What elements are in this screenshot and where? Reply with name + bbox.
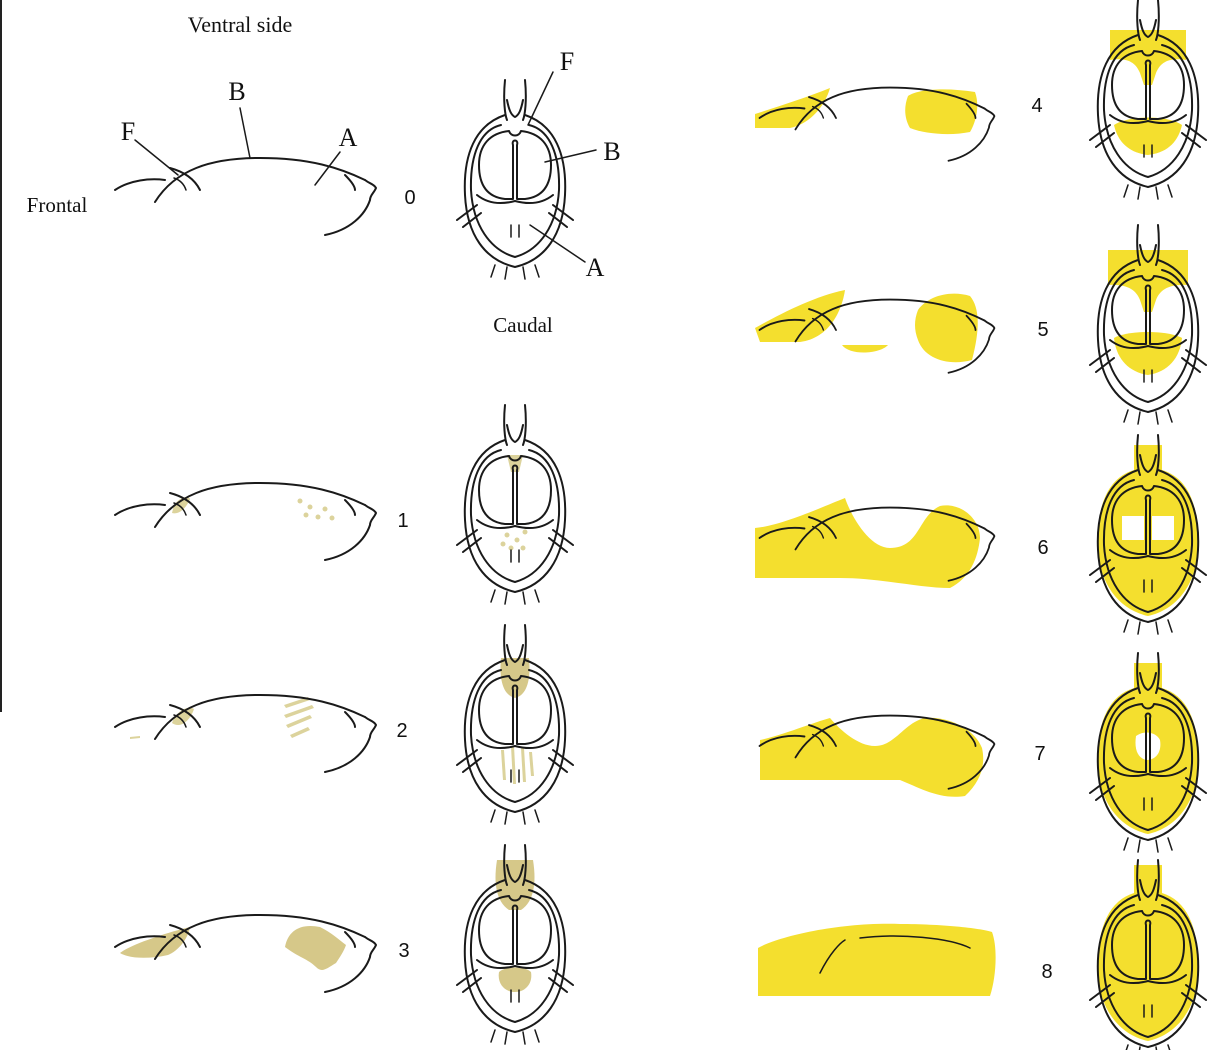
top-label-f: F	[560, 47, 574, 76]
stage-6-top-view	[1090, 435, 1206, 634]
stage-2-top-view	[457, 625, 573, 824]
stage-label-3: 3	[398, 940, 409, 962]
side-label-f: F	[121, 117, 135, 146]
side-label-a: A	[339, 123, 358, 152]
stage-1-side-view	[115, 483, 376, 560]
stage-5-top-view	[1090, 225, 1206, 424]
stage-4-top-view	[1090, 0, 1206, 199]
stage-2-side-view	[115, 695, 376, 772]
stage-8-top-view	[1090, 860, 1206, 1050]
stage-0-top-view	[457, 80, 573, 279]
stage-label-2: 2	[396, 720, 407, 742]
stage-label-4: 4	[1031, 95, 1042, 117]
stage-5-side-view	[755, 290, 994, 373]
stage-6-side-view	[755, 498, 994, 588]
stage-label-5: 5	[1037, 319, 1048, 341]
side-f-pointer	[135, 140, 178, 175]
stage-7-side-view	[760, 716, 995, 797]
ventral-side-label: Ventral side	[188, 12, 292, 37]
stage-label-7: 7	[1034, 743, 1045, 765]
stage-4-side-view	[755, 88, 994, 161]
stage-3-top-view	[457, 845, 573, 1044]
frontal-label: Frontal	[27, 193, 88, 217]
caudal-label: Caudal	[493, 313, 553, 337]
stage-label-8: 8	[1041, 961, 1052, 983]
top-label-a: A	[586, 253, 605, 282]
side-b-pointer	[240, 108, 250, 158]
stage-8-side-view	[758, 924, 996, 996]
top-f-pointer	[528, 72, 553, 125]
top-label-b: B	[603, 137, 620, 166]
side-label-b: B	[228, 77, 245, 106]
stage-3-side-view	[115, 915, 376, 992]
stage-7-top-view	[1090, 653, 1206, 852]
stage-1-top-view	[457, 405, 573, 604]
stage-0-side-view	[115, 158, 376, 235]
stage-label-1: 1	[397, 510, 408, 532]
stage-label-0: 0	[404, 187, 415, 209]
stage-label-6: 6	[1037, 537, 1048, 559]
top-b-pointer	[545, 150, 596, 162]
